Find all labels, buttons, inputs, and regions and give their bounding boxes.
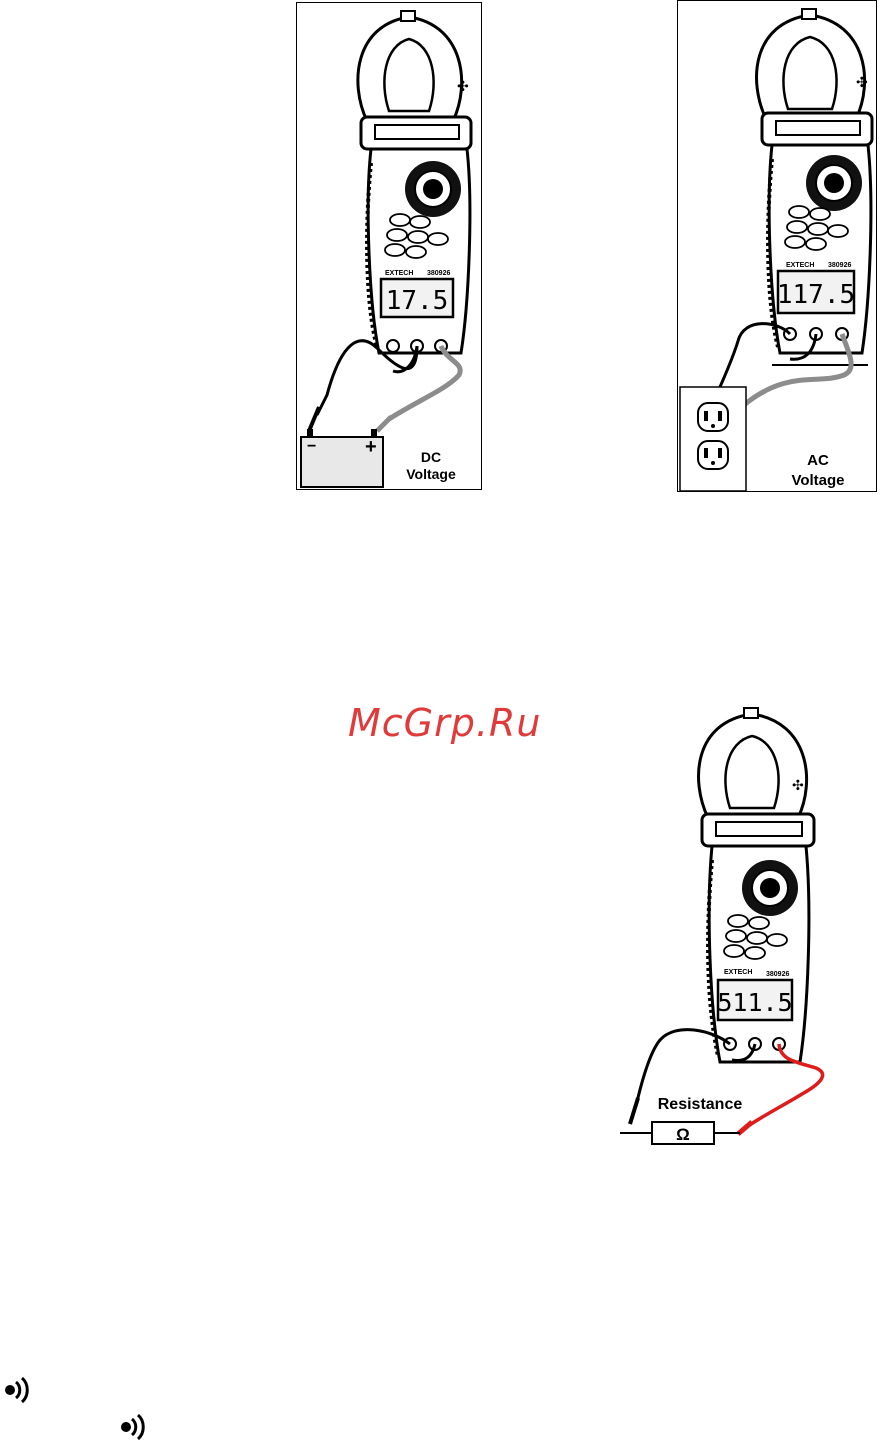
lcd-reading: 17.5 xyxy=(386,286,449,316)
lcd-reading: 117.5 xyxy=(777,280,855,310)
watermark-text: McGrp.Ru xyxy=(348,701,541,745)
ac-caption-line2: Voltage xyxy=(791,472,844,489)
gray-test-lead xyxy=(389,346,460,419)
resistance-caption: Resistance xyxy=(658,1096,743,1113)
ac-voltage-figure: ✣ EXTECH 380926 117.5 xyxy=(677,0,877,492)
ac-caption-line1: AC xyxy=(807,452,829,469)
dc-diagram: ✣ EXTECH 380926 17.5 xyxy=(297,3,482,490)
resistance-figure: ✣ EXTECH 380926 511.5 Ω Resistance xyxy=(616,700,856,1160)
battery-negative: − xyxy=(307,438,316,455)
continuity-icon xyxy=(2,1373,34,1407)
dc-voltage-figure: ✣ EXTECH 380926 17.5 xyxy=(296,2,482,490)
model-label: 380926 xyxy=(828,262,851,269)
svg-text:✣: ✣ xyxy=(792,778,804,794)
dc-caption-line2: Voltage xyxy=(406,466,456,482)
model-label: 380926 xyxy=(766,971,789,978)
lcd-reading: 511.5 xyxy=(717,988,792,1017)
battery-positive: + xyxy=(365,436,377,458)
brand-label: EXTECH xyxy=(724,969,752,976)
model-label: 380926 xyxy=(427,270,450,277)
dc-caption-line1: DC xyxy=(421,449,441,465)
continuity-icon xyxy=(118,1410,150,1444)
ohm-symbol: Ω xyxy=(676,1125,690,1144)
svg-text:✣: ✣ xyxy=(457,79,469,95)
svg-text:✣: ✣ xyxy=(856,75,868,91)
brand-label: EXTECH xyxy=(786,262,814,269)
brand-label: EXTECH xyxy=(385,270,413,277)
ac-diagram: ✣ EXTECH 380926 117.5 xyxy=(678,1,877,492)
